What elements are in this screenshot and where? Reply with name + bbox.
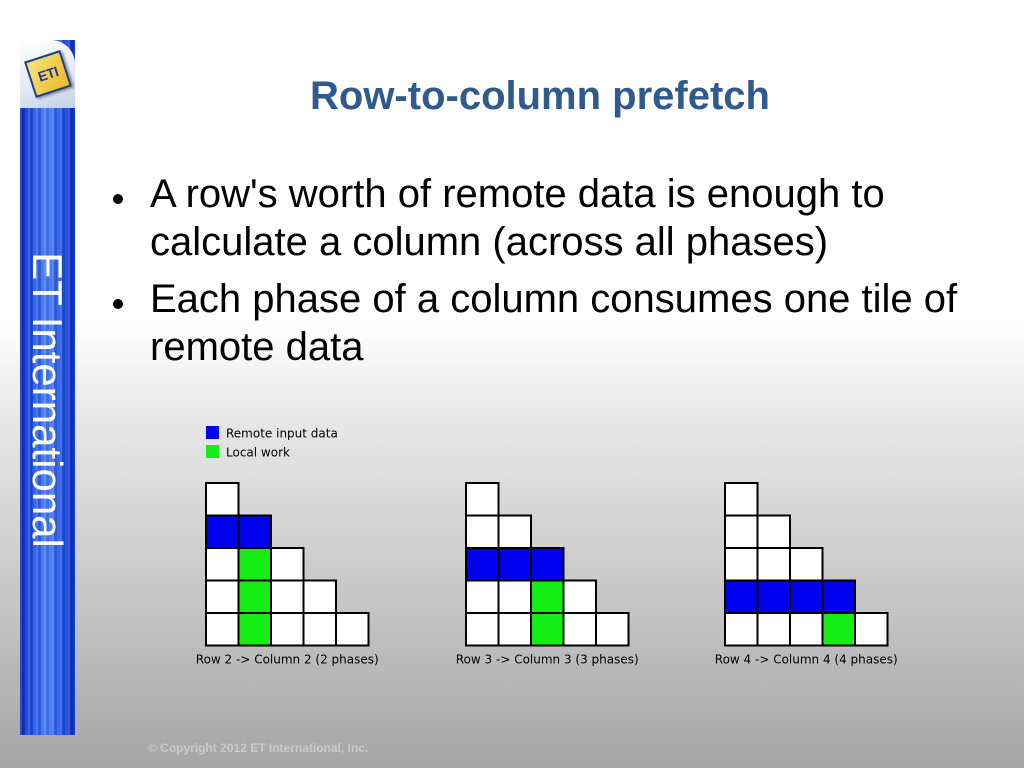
grid-cell-empty [205,482,240,517]
bullet-text: Each phase of a column consumes one tile… [150,277,958,369]
eti-logo-mark: ETI [24,50,72,98]
grid-cell-empty [497,579,532,614]
bullet-text: A row's worth of remote data is enough t… [150,172,885,264]
grid-cell-empty [562,579,597,614]
grid-cell-local [237,547,272,582]
legend-swatch [206,445,219,458]
grid-cell-empty [756,547,791,582]
grid-cell-remote [789,579,824,614]
diagram-caption: Row 4 -> Column 4 (4 phases) [715,653,898,667]
brand-sidebar [20,40,75,735]
grid-cell-empty [465,612,500,647]
grid-cell-empty [465,514,500,549]
grid-cell-local [530,612,565,647]
grid-cell-local [237,579,272,614]
grid-cell-remote [821,579,856,614]
grid-cell-remote [205,514,240,549]
grid-cell-empty [789,547,824,582]
grid-cell-empty [270,612,305,647]
triangle-grid: Row 3 -> Column 3 (3 phases) [456,482,639,667]
grid-cell-empty [854,612,889,647]
bullet-icon [113,194,123,204]
grid-cell-empty [205,579,240,614]
grid-cell-empty [270,579,305,614]
grid-cell-empty [497,514,532,549]
grid-cell-empty [789,612,824,647]
bullet-icon [113,299,123,309]
grid-cell-local [821,612,856,647]
grid-cell-empty [270,547,305,582]
grid-cell-remote [237,514,272,549]
bullet-item: Each phase of a column consumes one tile… [113,275,990,371]
grid-cell-empty [724,547,759,582]
grid-cell-empty [562,612,597,647]
legend-swatch [206,426,219,439]
grid-cell-empty [205,547,240,582]
grid-cell-empty [465,482,500,517]
grid-cell-empty [302,612,337,647]
grid-cell-local [237,612,272,647]
diagram-caption: Row 3 -> Column 3 (3 phases) [456,653,639,667]
grid-cell-empty [465,579,500,614]
legend-label: Remote input data [226,427,338,441]
logo-text: ETI [35,63,61,85]
diagram-caption: Row 2 -> Column 2 (2 phases) [196,653,379,667]
grid-cell-remote [756,579,791,614]
bullet-list: A row's worth of remote data is enough t… [113,170,990,371]
grid-cell-empty [335,612,370,647]
grid-cell-empty [724,482,759,517]
grid-cell-remote [465,547,500,582]
grid-cell-local [530,579,565,614]
triangle-grid: Row 4 -> Column 4 (4 phases) [715,482,898,667]
bullet-item: A row's worth of remote data is enough t… [113,170,990,266]
grid-cell-empty [756,612,791,647]
grid-cell-remote [724,579,759,614]
grid-cell-empty [595,612,630,647]
grid-cell-empty [724,514,759,549]
grid-cell-empty [724,612,759,647]
grid-cell-empty [205,612,240,647]
slide-title: Row-to-column prefetch [310,74,770,118]
brand-vertical-text: ET International [24,252,71,548]
grid-cell-remote [530,547,565,582]
eti-logo: ETI [20,40,75,108]
grid-cell-empty [497,612,532,647]
copyright-notice: © Copyright 2012 ET International, Inc. [148,741,369,755]
grid-cell-empty [756,514,791,549]
grid-cell-empty [302,579,337,614]
legend-label: Local work [226,446,290,460]
triangle-grid: Row 2 -> Column 2 (2 phases) [196,482,379,667]
grid-cell-remote [497,547,532,582]
